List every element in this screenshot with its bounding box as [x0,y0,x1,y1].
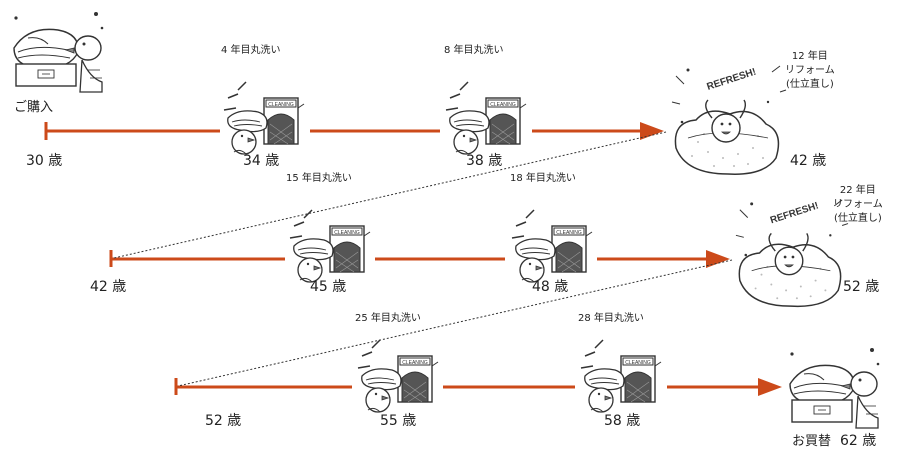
cleaning-machine-icon [506,206,596,286]
row1-wash2-label: 8 年目丸洗い [444,45,504,56]
row3-timeline [174,378,782,396]
row2-arrowhead [706,250,730,268]
cleaning-machine-icon [284,206,374,286]
row1-reform-line1: 12 年目 [791,51,828,62]
row3-arrowhead [758,378,782,396]
row3-wash1-label: 25 年目丸洗い [355,313,421,324]
row2-wash2-age: 48 歳 [532,279,569,295]
connector-row2-row3 [177,259,733,387]
duvet-with-duck-icon [784,344,884,434]
row2-reform-line2: リフォーム [833,199,883,210]
row1-wash1-label: 4 年目丸洗い [221,45,281,56]
row1-timeline [44,122,664,140]
cleaning-machine-icon [218,78,308,158]
cleaning-machine-icon [352,336,442,416]
row2-end-age: 52 歳 [843,279,880,295]
row3-wash2-age: 58 歳 [604,413,641,429]
replace-label: お買替 [792,434,832,449]
duvet-with-duck-icon [8,8,108,98]
row2-wash1-label: 15 年目丸洗い [286,173,352,184]
row1-wash2-age: 38 歳 [466,153,503,169]
row3-wash1-age: 55 歳 [380,413,417,429]
row3-end-age: 62 歳 [840,433,877,449]
row1-reform-label: 12 年目 リフォーム (仕立直し) [785,50,835,92]
row2-wash2-label: 18 年目丸洗い [510,173,576,184]
row3-wash2-label: 28 年目丸洗い [578,313,644,324]
row1-reform-line2: リフォーム [785,65,835,76]
purchase-label: ご購入 [14,100,54,115]
row1-start-age: 30 歳 [26,153,63,169]
row3-start-age: 52 歳 [205,413,242,429]
row2-reform-line1: 22 年目 [839,185,876,196]
row1-wash1-age: 34 歳 [243,153,280,169]
row2-reform-line3: (仕立直し) [833,213,882,224]
row2-timeline [109,250,730,268]
cleaning-machine-icon [575,336,665,416]
row2-start-age: 42 歳 [90,279,127,295]
row1-arrowhead [640,122,664,140]
row1-reform-line3: (仕立直し) [785,79,834,90]
row2-wash1-age: 45 歳 [310,279,347,295]
cleaning-machine-icon [440,78,530,158]
row2-reform-label: 22 年目 リフォーム (仕立直し) [833,184,883,226]
refresh-duck-icon [668,62,788,182]
row1-end-age: 42 歳 [790,153,827,169]
